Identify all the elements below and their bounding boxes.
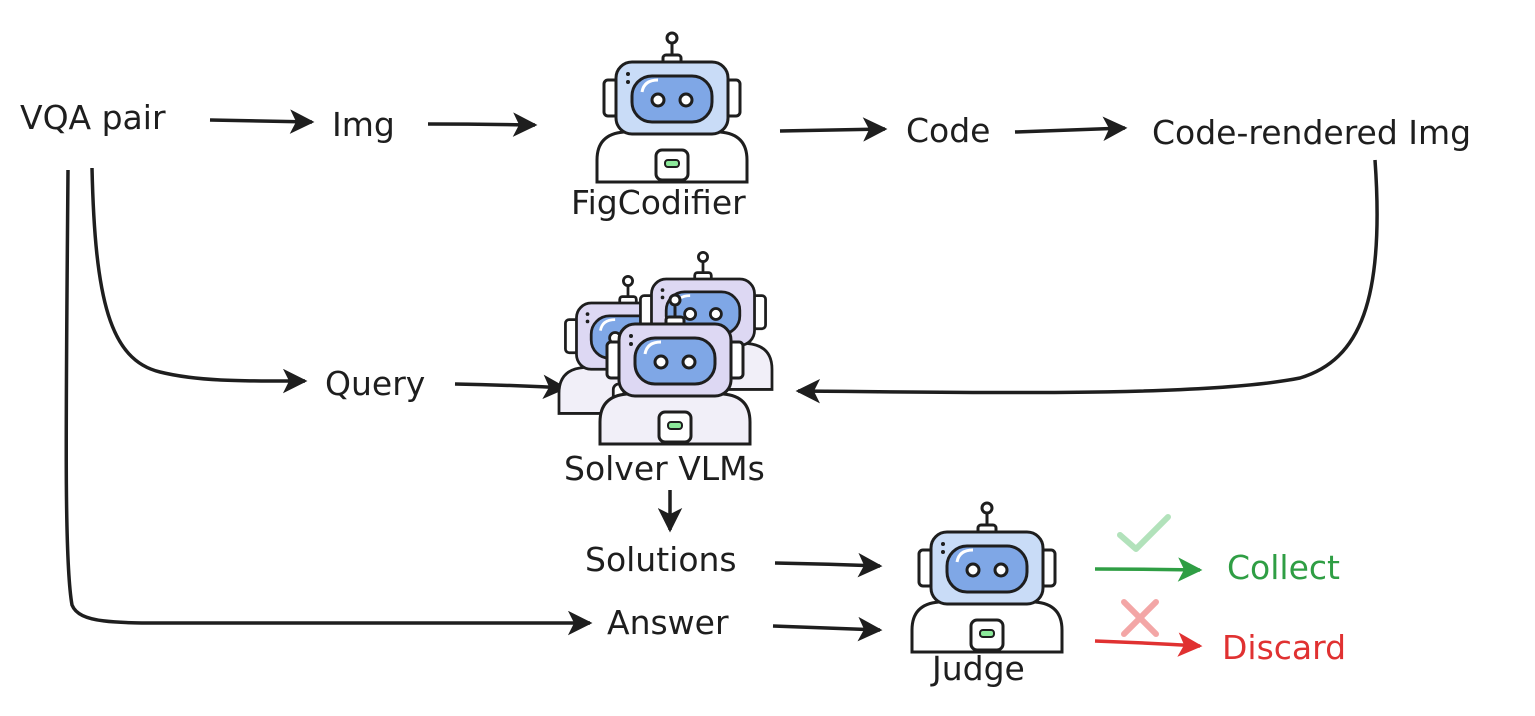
arrow-judge-to-collect	[1094, 557, 1203, 582]
discard-label: Discard	[1222, 628, 1347, 667]
code-label: Code	[906, 111, 991, 150]
arrow-img-to-figcodifier	[427, 112, 538, 137]
collect-label: Collect	[1227, 548, 1340, 587]
img-label: Img	[332, 105, 395, 144]
arrow-vqa-to-query	[90, 167, 308, 394]
cross-icon	[1121, 599, 1159, 637]
arrow-vqa-to-answer	[64, 169, 593, 636]
arrow-figcodifier-to-code	[779, 117, 888, 142]
arrow-answer-to-judge	[772, 616, 883, 642]
arrow-code-to-rendered	[1014, 116, 1128, 142]
arrow-solutions-to-judge	[774, 552, 883, 578]
query-label: Query	[325, 364, 426, 403]
solutions-label: Solutions	[585, 540, 737, 579]
code-rendered-img-label: Code-rendered Img	[1152, 113, 1472, 152]
arrow-query-to-solvers	[454, 374, 568, 400]
arrow-rendered-to-solvers	[795, 159, 1379, 404]
checkmark-icon	[1117, 514, 1171, 552]
arrow-vqa-to-img	[209, 109, 315, 134]
figcodifier-label: FigCodifier	[571, 183, 746, 222]
arrow-judge-to-discard	[1094, 632, 1203, 657]
judge-label: Judge	[932, 649, 1025, 688]
solver-vlms-label: Solver VLMs	[564, 449, 765, 488]
answer-label: Answer	[607, 603, 729, 642]
judge-robot-icon	[910, 501, 1064, 654]
figcodifier-robot-icon	[595, 31, 749, 184]
vqa-pair-label: VQA pair	[20, 98, 166, 137]
